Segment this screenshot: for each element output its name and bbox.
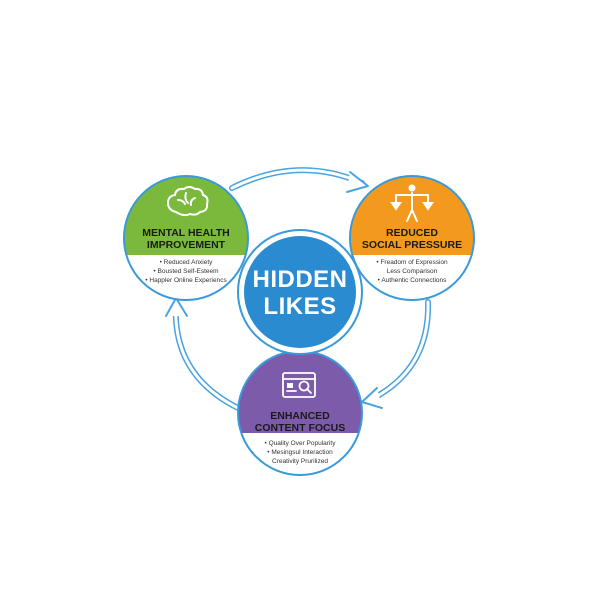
content-search-icon: [282, 372, 316, 398]
hub-title-line2: LIKES: [263, 293, 336, 320]
node-social-bullet-2: Less Comparison: [387, 268, 438, 275]
node-content-title-1: ENHANCED: [270, 410, 330, 422]
node-content-bullet-2: • Mesingsul Interaction: [267, 449, 333, 456]
hub-title-line1: HIDDEN: [252, 266, 347, 293]
node-content-bullet-1: • Quality Over Popularity: [265, 440, 337, 447]
cycle-arrows: [165, 167, 432, 411]
node-content-bullet-3: Creativity Prurilized: [272, 458, 328, 465]
node-social-title-2: SOCIAL PRESSURE: [362, 239, 462, 251]
node-mental-bullet-2: • Bousted Self-Esteem: [153, 268, 218, 275]
arrow-top: [229, 167, 369, 193]
node-mental-title-1: MENTAL HEALTH: [142, 227, 230, 239]
node-social-pressure: REDUCED SOCIAL PRESSURE • Freadom of Exp…: [349, 175, 475, 301]
node-mental-title-2: IMPROVEMENT: [147, 239, 226, 251]
brain-icon: [166, 186, 209, 217]
node-content-focus: ENHANCED CONTENT FOCUS • Quality Over Po…: [237, 350, 363, 476]
node-mental-bullet-1: • Reduced Anxiety: [160, 259, 214, 266]
arrow-left: [165, 297, 241, 411]
node-mental-bullet-3: • Happler Online Experiencs: [145, 277, 227, 284]
node-social-title-1: REDUCED: [386, 227, 438, 239]
node-social-bullet-3: • Authentic Connections: [378, 277, 448, 284]
node-content-title-2: CONTENT FOCUS: [255, 422, 345, 434]
hub-hidden-likes: HIDDEN LIKES: [237, 229, 363, 355]
node-social-bullet-1: • Freadom of Expression: [376, 259, 448, 266]
balance-person-icon: [390, 184, 434, 222]
arrow-right: [361, 299, 432, 409]
